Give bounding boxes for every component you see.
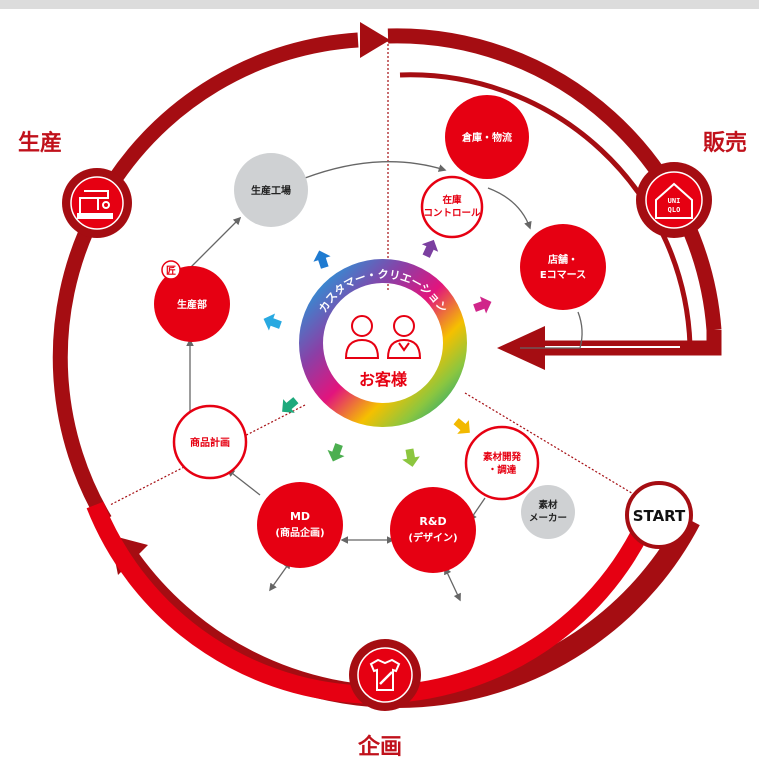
node-inventory-label-1: 在庫 (442, 194, 462, 206)
node-store: 店舗・ Eコマース (520, 224, 606, 310)
node-material-dev-label-2: ・調達 (488, 464, 517, 476)
node-md-label-2: (商品企画) (275, 526, 324, 539)
node-production-dept-label: 生産部 (177, 298, 207, 311)
takumi-seal-label: 匠 (166, 265, 176, 277)
node-rd: R&D (デザイン) (390, 487, 476, 573)
node-factory: 生産工場 (234, 153, 308, 227)
radial-arrow-down-left (282, 397, 299, 413)
stage-label-production: 生産 (18, 130, 62, 156)
node-material-dev-label-1: 素材開発 (482, 451, 522, 463)
arrow-to-sales-head (360, 22, 390, 58)
top-divider-bar (0, 0, 759, 9)
uniqlo-store-icon: UNI QLO (655, 182, 693, 219)
outer-cycle-ring (52, 22, 722, 708)
arrow-store-to-customer-line (520, 311, 583, 349)
radial-arrow-up-right (421, 239, 439, 258)
uniqlo-logo-line1: UNI (668, 197, 681, 205)
node-inventory-label-2: コントロール (423, 208, 481, 219)
node-md-label-1: MD (290, 510, 310, 523)
takumi-seal-icon (161, 260, 181, 280)
node-warehouse: 倉庫・物流 (445, 95, 529, 179)
radial-arrow-down-left-2 (327, 443, 345, 462)
node-production-dept: 生産部 匠 (154, 260, 230, 342)
uniqlo-logo-line2: QLO (668, 206, 681, 214)
sewing-machine-icon (77, 190, 113, 219)
arrow-md-market (269, 560, 291, 592)
customer-label: お客様 (359, 370, 408, 389)
node-merch-plan-label: 商品計画 (190, 436, 230, 449)
arrow-rd-market (444, 566, 461, 602)
stage-label-planning: 企画 (357, 734, 402, 760)
node-merch-plan: 商品計画 (172, 404, 248, 480)
node-store-label-1: 店舗・ (548, 253, 578, 266)
node-material-maker: 素材 メーカー (521, 485, 575, 539)
node-material-maker-label-1: 素材 (537, 499, 558, 511)
node-material-dev: 素材開発 ・調達 (464, 425, 540, 501)
radial-arrow-down-right (402, 448, 420, 467)
node-rd-label-1: R&D (419, 515, 446, 528)
radial-arrow-right (473, 296, 492, 314)
sales-inner-arc (399, 72, 693, 346)
marketing-label: マーケティング (474, 590, 543, 628)
node-rd-label-2: (デザイン) (408, 531, 457, 544)
customer-center: カスタマー・クリエーション お客様 (299, 259, 467, 427)
stage-label-sales: 販売 (703, 130, 747, 156)
sales-arc (387, 28, 722, 331)
planning-stage-badge (349, 639, 421, 711)
production-stage-badge (62, 168, 132, 238)
node-factory-label: 生産工場 (251, 184, 291, 197)
sales-stage-badge: UNI QLO (636, 162, 712, 238)
arrow-md-to-plan (226, 469, 261, 496)
radial-arrow-up-left (313, 250, 331, 269)
start-badge: START (625, 481, 693, 549)
node-inventory: 在庫 コントロール (420, 175, 484, 239)
arrow-warehouse-to-store (487, 187, 532, 230)
radial-arrow-down-right-2 (453, 418, 470, 434)
node-warehouse-label: 倉庫・物流 (461, 131, 512, 144)
node-md: MD (商品企画) (257, 482, 343, 568)
radial-arrows (263, 239, 492, 467)
arrow-proddept-to-factory (189, 216, 242, 269)
tshirt-pencil-icon (369, 658, 401, 691)
customer-creation-ring (299, 259, 467, 427)
divider-right (464, 392, 661, 511)
radial-arrow-left (263, 313, 282, 331)
node-store-label-2: Eコマース (540, 269, 586, 281)
inner-cycle-arrows (186, 161, 583, 602)
arrow-factory-to-warehouse (304, 161, 447, 179)
start-label: START (633, 507, 686, 525)
customers-icon (344, 315, 422, 359)
node-material-maker-label-2: メーカー (529, 513, 567, 524)
